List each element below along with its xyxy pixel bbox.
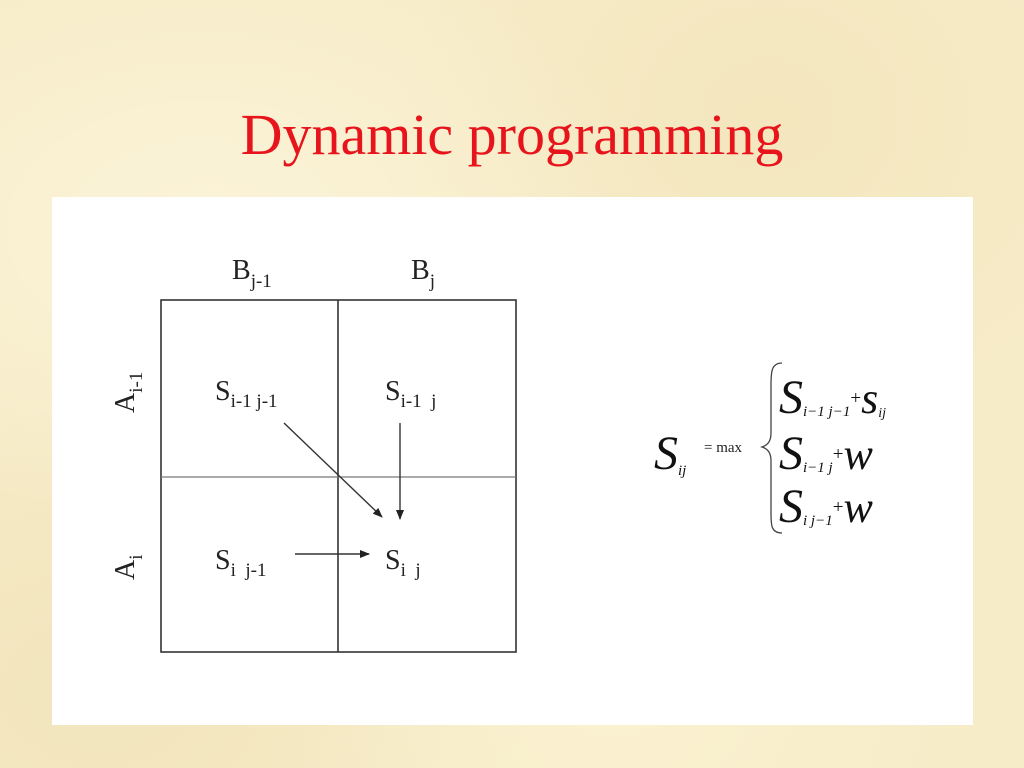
diagonal-arrow bbox=[283, 422, 383, 518]
figure-panel: Bj-1 Bj Ai-1 Ai Si-1 j-1 Si-1 j Si j-1 S… bbox=[52, 197, 973, 725]
equation-lhs: Sij bbox=[654, 427, 686, 480]
cell-s-i-j-1: Si j-1 bbox=[215, 545, 266, 581]
column-header-bj-1: Bj-1 bbox=[232, 255, 272, 292]
equation-operator: = max bbox=[704, 440, 743, 456]
cell-s-i-1-j: Si-1 j bbox=[385, 376, 436, 412]
row-header-ai: Ai bbox=[110, 554, 147, 580]
equation-case-2: Si−1 j+w bbox=[779, 427, 873, 480]
row-header-ai-1: Ai-1 bbox=[110, 372, 147, 413]
cell-s-i-1-j-1: Si-1 j-1 bbox=[215, 376, 278, 412]
slide-title: Dynamic programming bbox=[240, 102, 784, 167]
equation-case-1: Si−1 j−1+sij bbox=[779, 371, 886, 424]
recurrence-equation: Sij = max Si−1 j−1+sij Si−1 j+w Si j−1+w bbox=[654, 362, 886, 534]
dp-diagram: Bj-1 Bj Ai-1 Ai Si-1 j-1 Si-1 j Si j-1 S… bbox=[110, 255, 886, 653]
cell-s-i-j: Si j bbox=[385, 545, 421, 581]
curly-brace bbox=[759, 362, 783, 534]
matrix-grid bbox=[160, 299, 517, 653]
column-header-bj: Bj bbox=[411, 255, 435, 292]
equation-case-3: Si j−1+w bbox=[779, 480, 873, 533]
